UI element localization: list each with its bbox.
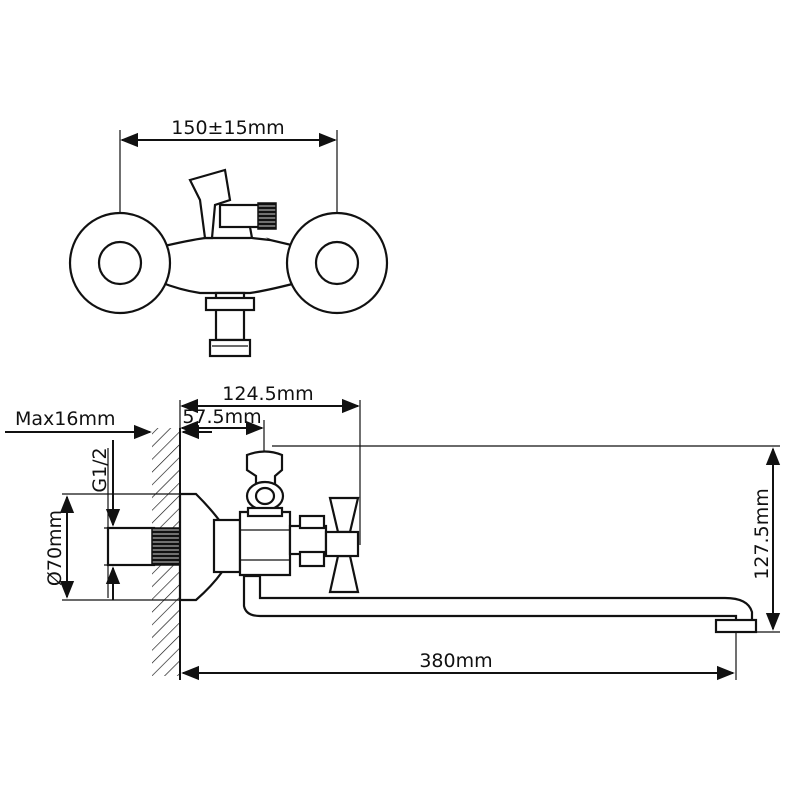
valve-bonnet-top (298, 514, 326, 530)
aerator (714, 618, 758, 634)
label-spout-length: 380mm (419, 650, 492, 672)
dimension-spout-length: 380mm (181, 632, 737, 681)
label-outlet-offset: 57.5mm (182, 406, 261, 428)
eccentric-nut (212, 518, 242, 574)
valve-bonnet-bottom (298, 550, 326, 568)
dimension-height: 127.5mm (272, 445, 781, 633)
side-view: Max16mm 124.5mm 57.5mm G1/2 (5, 383, 781, 681)
mixer-body (158, 236, 302, 295)
holder-base (246, 506, 284, 518)
spout (242, 574, 754, 630)
dimension-outlet-offset: 57.5mm (180, 406, 265, 462)
shower-outlet-thread (257, 202, 277, 230)
cross-handle-hub (324, 530, 360, 558)
dimension-thread: G1/2 (89, 440, 152, 600)
mixer-body-side (238, 510, 292, 577)
right-handle-cap (314, 240, 360, 286)
label-flange: Ø70mm (44, 510, 66, 586)
label-handle-spacing: 150±15mm (171, 117, 284, 139)
label-thread: G1/2 (89, 447, 111, 492)
label-mount-depth: Max16mm (15, 408, 115, 430)
label-height: 127.5mm (751, 488, 773, 579)
left-handle-cap (97, 240, 143, 286)
diverter-joint (248, 226, 271, 242)
diverter-connector (218, 203, 262, 229)
spout-nut (204, 296, 256, 312)
valve-stem (288, 524, 328, 556)
dimension-spout-center: 124.5mm (179, 383, 361, 545)
dimension-flange: Ø70mm (44, 493, 180, 601)
inlet-pipe (106, 526, 156, 567)
spout-outlet (208, 338, 252, 358)
label-spout-center: 124.5mm (222, 383, 313, 405)
top-view: 150±15mm (68, 117, 389, 358)
inlet-thread (151, 527, 181, 566)
diverter-arm (188, 168, 232, 240)
